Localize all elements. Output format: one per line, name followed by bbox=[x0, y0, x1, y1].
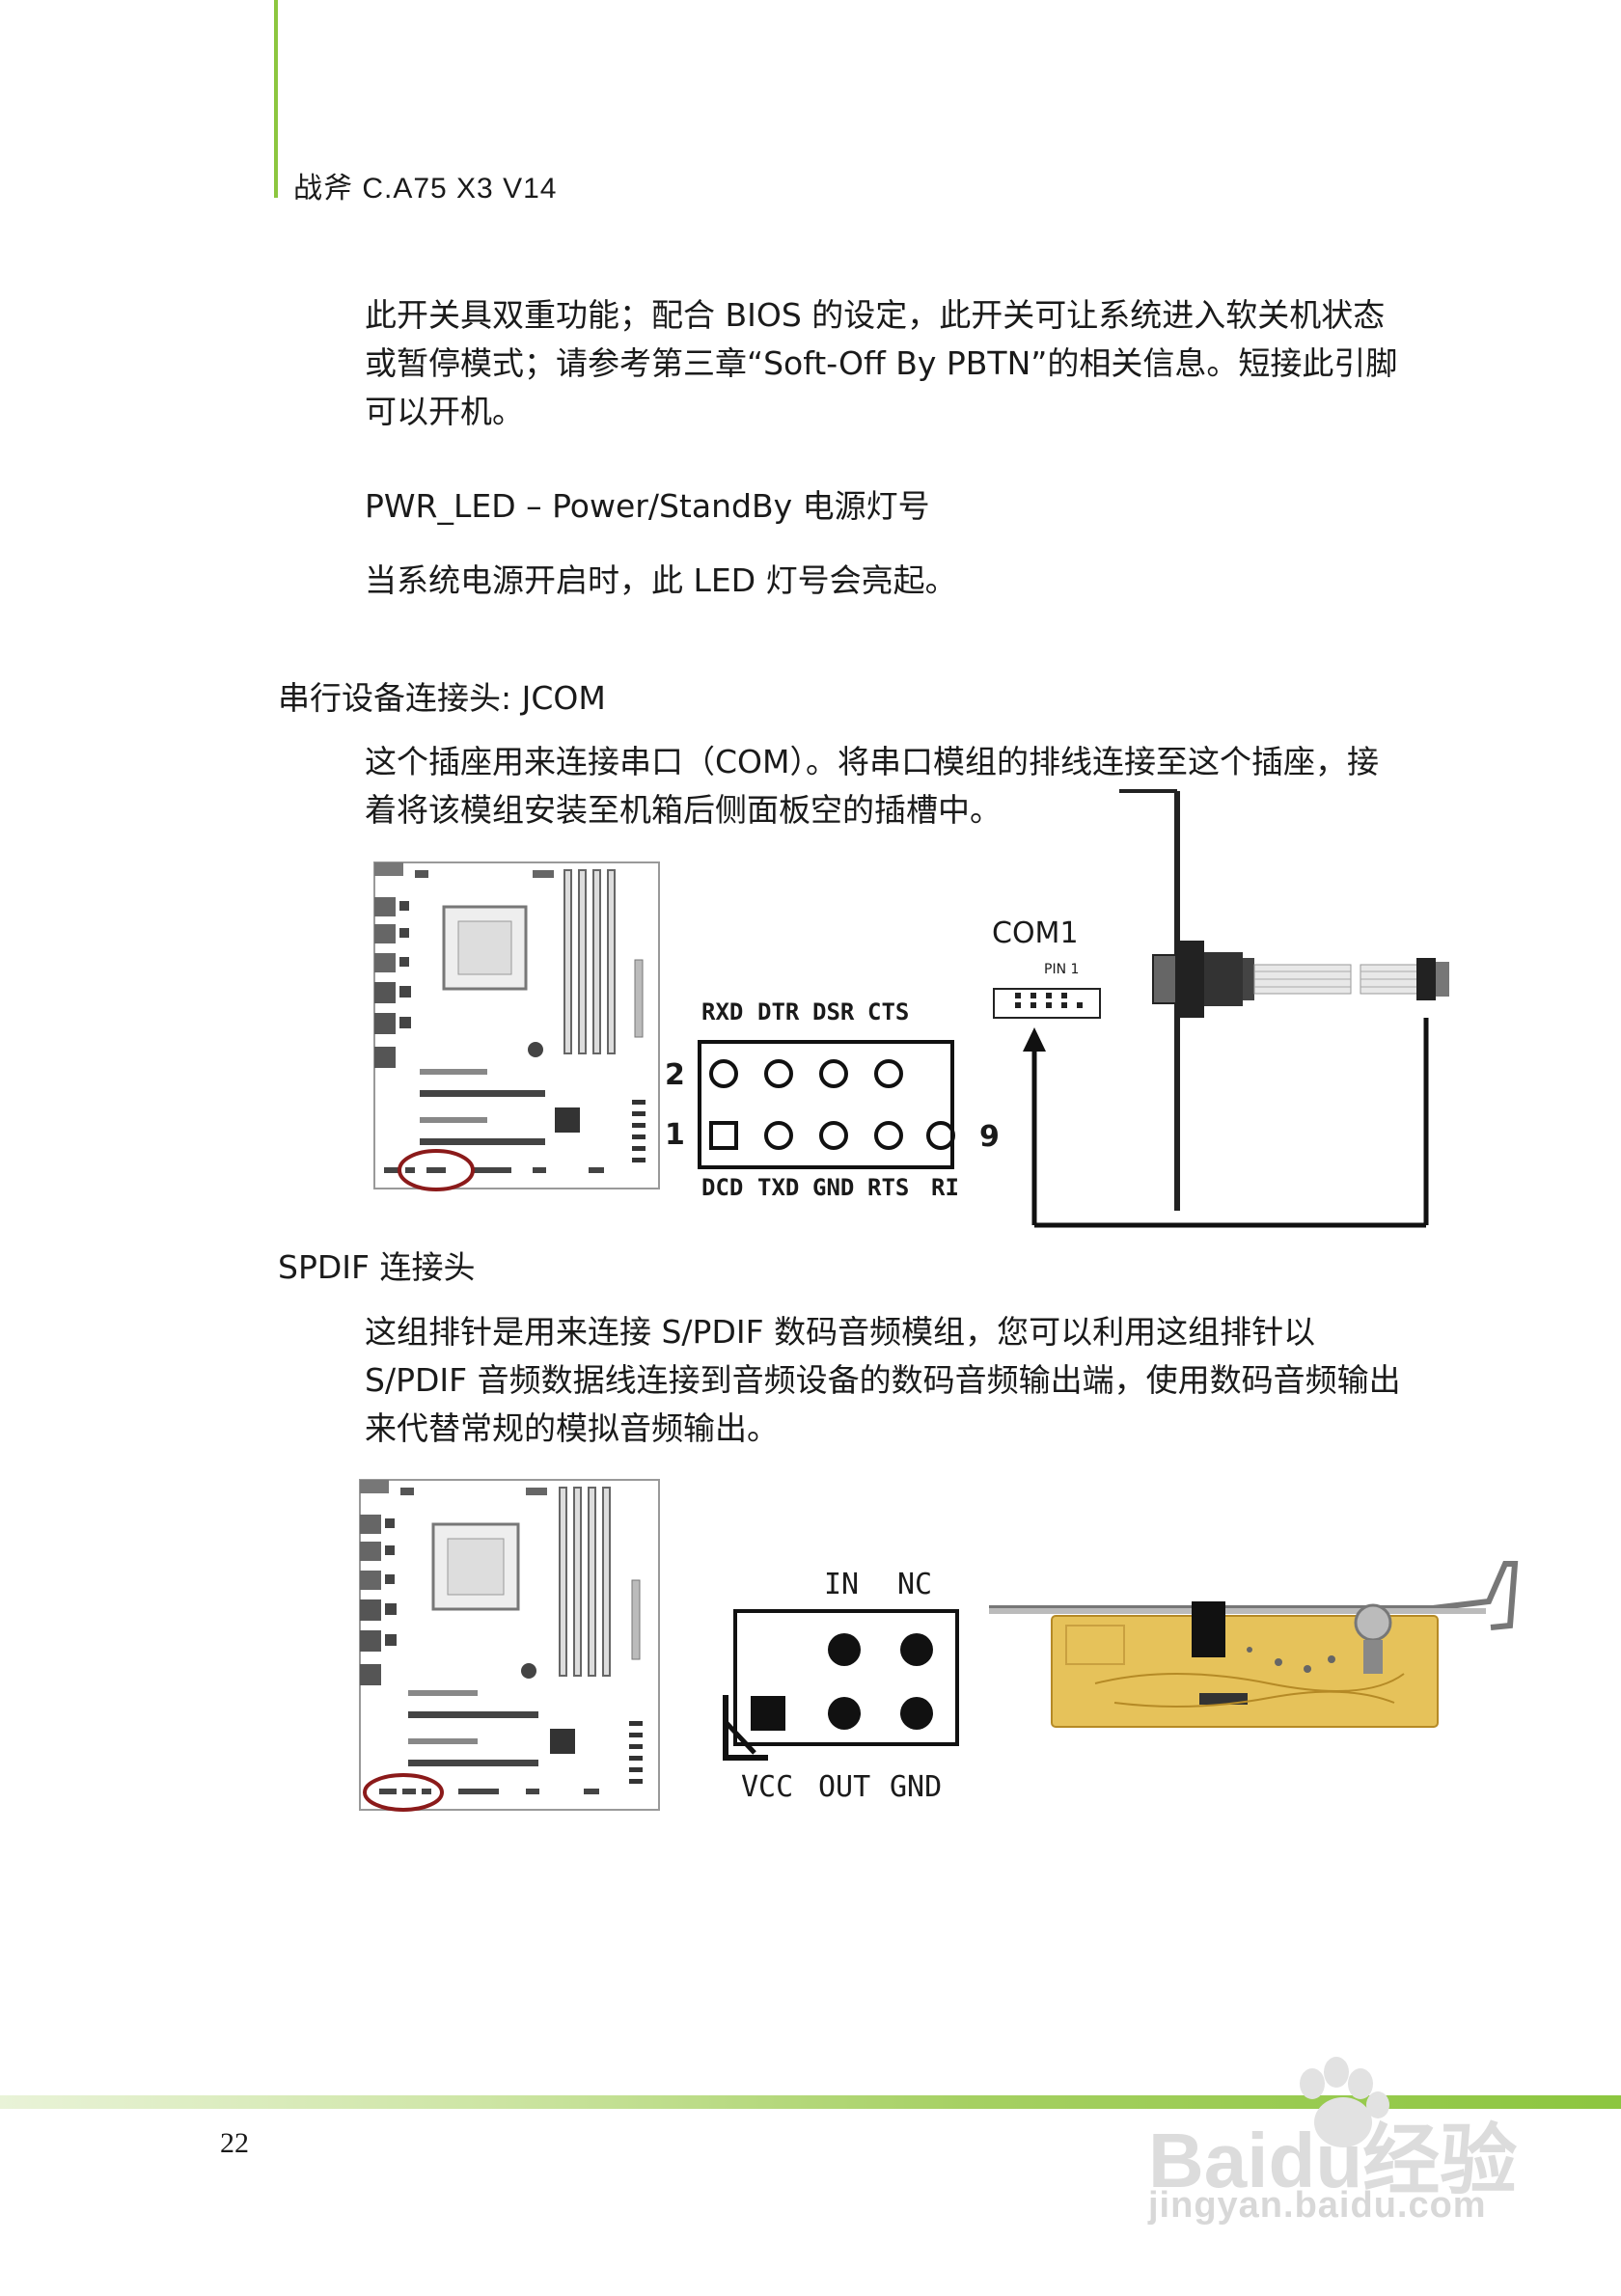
pin-label-gnd: GND bbox=[812, 1174, 855, 1201]
footer-accent-bar bbox=[0, 2095, 1621, 2109]
text-line: 来代替常规的模拟音频输出。 bbox=[365, 1409, 779, 1447]
jcom-description: 这个插座用来连接串口（COM）。将串口模组的排线连接至这个插座，接 着将该模组安… bbox=[365, 738, 1379, 834]
pin-label-vcc: VCC bbox=[741, 1770, 794, 1804]
spdif-description: 这组排针是用来连接 S/PDIF 数码音频模组，您可以利用这组排针以 S/PDI… bbox=[365, 1308, 1401, 1453]
pin-label-txd: TXD bbox=[757, 1174, 800, 1201]
row-label-1: 1 bbox=[665, 1118, 685, 1152]
text-line: 这组排针是用来连接 S/PDIF 数码音频模组，您可以利用这组排针以 bbox=[365, 1313, 1316, 1351]
power-switch-description: 此开关具双重功能；配合 BIOS 的设定，此开关可让系统进入软关机状态 或暂停模… bbox=[365, 291, 1397, 436]
com-bracket-diagram: COM1 PIN 1 bbox=[984, 786, 1467, 1240]
text-line: 着将该模组安装至机箱后侧面板空的插槽中。 bbox=[365, 791, 1002, 829]
pin-label-rxd: RXD bbox=[701, 998, 744, 1025]
row-label-2: 2 bbox=[665, 1058, 685, 1092]
pin-label-in: IN bbox=[824, 1568, 860, 1601]
text-line: 此开关具双重功能；配合 BIOS 的设定，此开关可让系统进入软关机状态 bbox=[365, 296, 1386, 334]
jcom-motherboard-diagram bbox=[367, 859, 666, 1196]
pin-label-dcd: DCD bbox=[701, 1174, 744, 1201]
page-header-title: 战斧 C.A75 X3 V14 bbox=[293, 173, 558, 205]
text-line: 这个插座用来连接串口（COM）。将串口模组的排线连接至这个插座，接 bbox=[365, 743, 1379, 780]
header-accent-bar bbox=[274, 0, 278, 198]
pin-label-nc: NC bbox=[897, 1568, 933, 1601]
pin-label-9: 9 bbox=[979, 1120, 1000, 1154]
com1-label: COM1 bbox=[992, 916, 1079, 950]
text-line: 可以开机。 bbox=[365, 393, 524, 430]
pin-label-cts: CTS bbox=[867, 998, 910, 1025]
watermark-brand: Baidu经验 bbox=[1148, 2118, 1518, 2203]
spdif-motherboard-diagram bbox=[352, 1476, 671, 1823]
text-line: S/PDIF 音频数据线连接到音频设备的数码音频输出端，使用数码音频输出 bbox=[365, 1361, 1401, 1399]
pin-label-dsr: DSR bbox=[812, 998, 855, 1025]
baidu-watermark bbox=[1139, 2045, 1525, 2267]
spdif-bracket-card bbox=[979, 1558, 1520, 1741]
pwr-led-description: 当系统电源开启时，此 LED 灯号会亮起。 bbox=[365, 561, 957, 599]
pin-label-out: OUT bbox=[818, 1770, 871, 1804]
pin1-label: PIN 1 bbox=[1044, 962, 1080, 977]
pin-label-rts: RTS bbox=[867, 1174, 910, 1201]
watermark-url: jingyan.baidu.com bbox=[1148, 2185, 1487, 2226]
spdif-pin-diagram: IN NC VCC OUT GND bbox=[714, 1568, 975, 1804]
pwr-led-title: PWR_LED – Power/StandBy 电源灯号 bbox=[365, 487, 930, 525]
jcom-pin-diagram: RXD DTR DSR CTS DCD TXD GND RTS RI 2 1 9 bbox=[661, 998, 1008, 1206]
spdif-heading: SPDIF 连接头 bbox=[278, 1248, 476, 1286]
paw-icon bbox=[1300, 2057, 1389, 2147]
pin-label-dtr: DTR bbox=[757, 998, 800, 1025]
pin-label-ri: RI bbox=[931, 1174, 959, 1201]
text-line: 或暂停模式；请参考第三章“Soft-Off By PBTN”的相关信息。短接此引… bbox=[365, 344, 1398, 382]
jcom-heading: 串行设备连接头: JCOM bbox=[278, 679, 606, 717]
page-number: 22 bbox=[220, 2127, 249, 2159]
pin-label-gnd: GND bbox=[890, 1770, 943, 1804]
